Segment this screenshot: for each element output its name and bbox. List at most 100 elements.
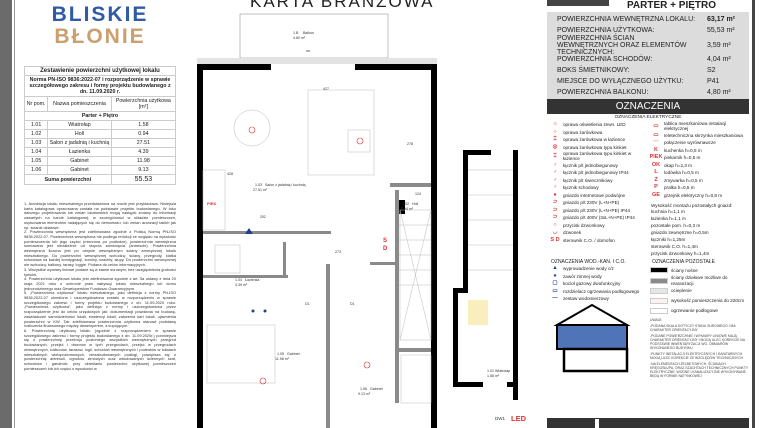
legend-icon: ○	[553, 221, 557, 228]
level-title: PARTER + PIĘTRO	[627, 0, 716, 11]
height-item: sterownik C.O. h=1,4m	[651, 244, 698, 250]
sum-value: 55.53	[110, 174, 177, 185]
water-symbols	[245, 228, 267, 313]
section-diagram	[553, 303, 631, 373]
legend-icon: ●	[553, 272, 557, 279]
legend-item: ☼oprawa oświetlenia zewn. LED	[547, 121, 648, 129]
legend-item: ● gniazdo internetowe podwójne	[547, 191, 648, 199]
height-item: kuchnia h=1,1 m	[651, 209, 685, 215]
controller-symbol: S	[383, 238, 387, 244]
disclaimer-line: -NA ELEMENTACH ŻELBETOWYCH, ŚCIANACH KRĘ…	[650, 361, 749, 378]
swatch	[650, 297, 668, 304]
room-label: 1.06	[360, 387, 367, 391]
legend-text: łącznik p/t świecznikowy	[563, 177, 613, 183]
legend-item: ♂łącznik p/t świecznikowy	[547, 176, 648, 184]
table-group: Parter + Piętro	[24, 111, 176, 121]
legend-text: ściany działowe możliwe do rearanżacji	[671, 275, 728, 286]
legend-icon: K	[654, 146, 658, 153]
legend-item: ◎ oprawa żarówkowa typu kinkiet	[547, 144, 648, 152]
table-cell: 1.04	[23, 147, 49, 157]
legend-icon: ●	[553, 191, 557, 198]
legend-item: ⌶ oprawa żarówkowa typu kinkiet w łazienc…	[547, 151, 648, 161]
legend-item: ○przycisk dzwonkowy	[547, 221, 648, 229]
area-value: 63,17 m²	[707, 16, 736, 23]
area-row: POWIERZCHNIA BALKONU:4,80 m²	[557, 87, 743, 98]
intercom-symbol: D	[383, 246, 388, 252]
table-cell: Łazienka	[47, 147, 112, 157]
room-label: 4.80 m²	[293, 36, 306, 40]
area-row: POWIERZCHNIA ŚCIAN WEWNĘTRZNYCH ORAZ ELE…	[557, 35, 743, 56]
disclaimer-line: -PODANA SKALA DOTYCZY STANU SUROWEGO I M…	[650, 323, 736, 332]
room-label: 1.B	[293, 31, 299, 35]
page-title: KARTA BRANŻOWA	[250, 0, 435, 11]
disclaimer-line: -PUNKTY INSTALACJI ELEKTRYCZNYCH I SANIT…	[650, 351, 743, 360]
legend-text: łącznik schodowy	[563, 185, 599, 191]
room-label: Łazienka	[245, 278, 259, 282]
col-header: Nazwa pomieszczenia	[47, 96, 112, 112]
legend-text: oprawa żarówkowa	[563, 129, 603, 135]
legend-text: oprawa żarówkowa typu kinkiet w łazience	[563, 151, 632, 162]
table-cell: 27.51	[110, 138, 177, 148]
legend-text: gniazdo internetowe podwójne	[563, 192, 626, 198]
col-header: Nr pom.	[23, 96, 49, 112]
swatch	[650, 267, 668, 274]
area-value: 55,53 m²	[707, 27, 735, 34]
legend-text: kuchenka h=0,5 m	[664, 147, 702, 153]
legend-item: ogrzewanie podłogowe	[648, 306, 749, 316]
legend-item: ⌶oprawa żarówkowa w łazience	[547, 136, 648, 144]
table-cell: 0.94	[110, 129, 177, 139]
legend-text: oprawa żarówkowa w łazience	[563, 137, 626, 143]
legend-item: ▭rozdzielacz ogrzewania podłogowego	[547, 288, 648, 296]
dimension: 427	[323, 87, 329, 91]
legend-text: oprawa żarówkowa typu kinkiet	[563, 144, 627, 150]
legend-icon: ⌶	[553, 152, 557, 159]
legend-text: gniazdo p/t 230V (L+N+PE) IP44	[563, 207, 630, 213]
legend-icon: P	[654, 184, 658, 191]
room-label: Gabinet	[370, 387, 383, 391]
area-row: POWIERZCHNIA SCHODÓW:4,04 m²	[557, 54, 743, 65]
room-label: Gabinet	[287, 352, 300, 356]
area-label: MIEJSCE DO WYŁĄCZNEGO UŻYTKU:	[557, 78, 684, 85]
footer-bar	[547, 418, 749, 428]
legend-item: ▲wyprowadzenie wody c/z	[547, 265, 648, 273]
heights-title: Wysokość montażu pozostałych gniazd:	[651, 202, 733, 208]
area-value: S2	[707, 67, 716, 74]
room-label: Salon z jadalnią i kuchnią	[265, 183, 306, 187]
legend-icon: ◎	[552, 143, 558, 150]
area-label: BOKS ŚMIETNIKOWY:	[557, 67, 630, 74]
swatch	[650, 277, 668, 284]
legend-text: łącznik p/t jednobiegunowy IP44	[563, 170, 629, 176]
room-label: 0.94 m²	[401, 207, 414, 211]
balcony-outline	[239, 13, 389, 59]
legend-icon: ⊃	[552, 199, 558, 206]
legend-text: ocieplenie	[671, 288, 692, 294]
table-cell: 1.05	[23, 156, 49, 166]
note: 1. Aranżacja lokalu mieszkalnego przedst…	[24, 201, 176, 230]
legend-item: ⊃gniazdo p/t 400V (3xL+N+PE) IP44	[547, 214, 648, 222]
table-cell: Gabinet	[47, 156, 112, 166]
disclaimer-line: UWAGI:	[650, 317, 663, 322]
sum-label: Suma powierzchni	[24, 174, 112, 185]
note: 3. Wszystkie wymiary liniowe podane są w…	[24, 266, 176, 277]
note: 4. Powierzchnia użytkowa lokalu jest zde…	[24, 276, 176, 291]
col-header: Powierzchnia użytkowa [m²]	[110, 96, 177, 112]
legend-text: dzwonek	[563, 230, 582, 236]
load-bearing-walls	[197, 64, 518, 428]
table-cell: Holl	[47, 129, 112, 139]
area-label: POWIERZCHNIA BALKONU:	[557, 89, 649, 96]
legend-item: ▭teletechniczna skrzynka mieszkaniowa	[648, 131, 749, 139]
table-cell: 1.06	[23, 165, 49, 175]
logo-line1: BLISKIE	[51, 3, 149, 26]
area-value: 3,59 m²	[707, 41, 731, 49]
legend-item: ♂łącznik schodowy	[547, 184, 648, 192]
area-label: POWIERZCHNIA UŻYTKOWA:	[557, 27, 655, 34]
